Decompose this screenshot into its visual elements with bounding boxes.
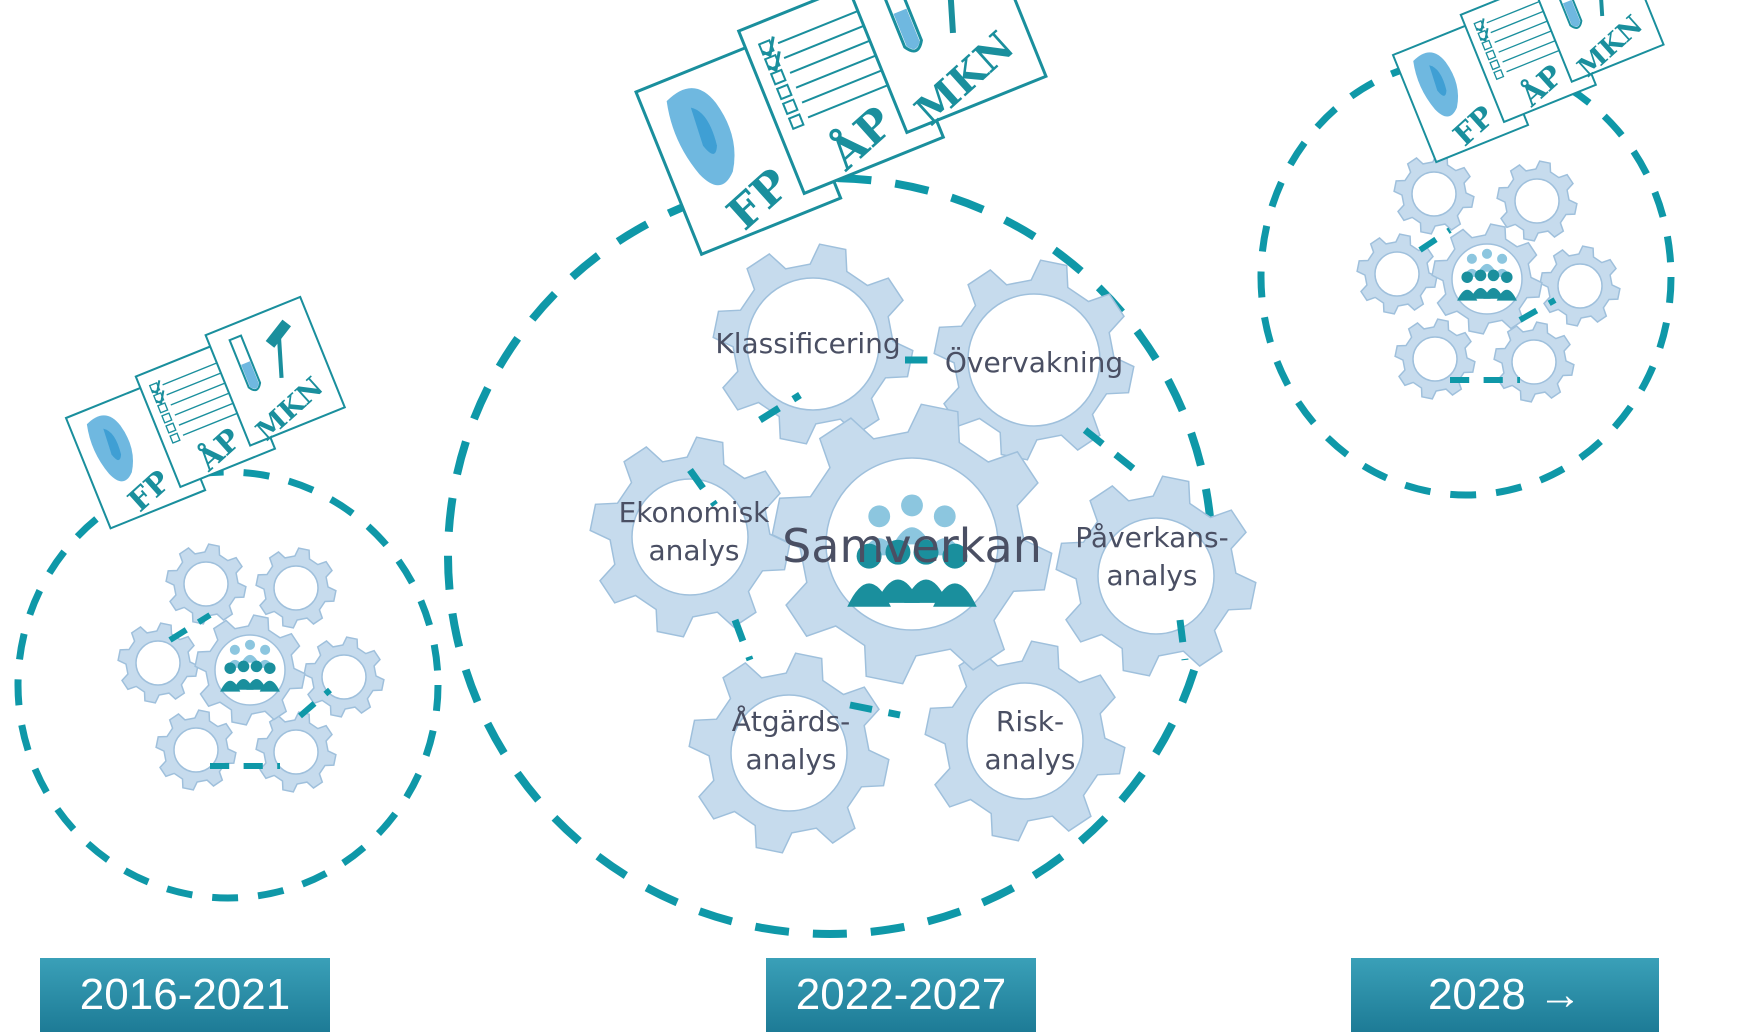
small-gear-1-3 [117,622,199,704]
chain-link [1418,227,1452,253]
gear-hole [273,565,319,611]
small-gear-1-2 [255,547,337,629]
small-gear-3-6 [1493,321,1575,403]
checklist-icon [757,5,900,131]
chain-link [1176,619,1189,661]
gear-hole [966,682,1084,800]
gear-atgard [688,652,890,854]
people-icon [220,639,280,692]
small-center-gear-1 [194,614,306,726]
gear-hole [746,277,880,411]
small-gear-3-5 [1394,318,1476,400]
chain-link [168,612,212,643]
gear-hole [173,727,219,773]
people-icon [1457,248,1517,301]
test-tube-gavel-icon [228,319,292,392]
gear-hole [321,654,367,700]
gear-hole [1514,178,1560,224]
small-gear-3-1 [1393,153,1475,235]
gear-hole [730,694,848,812]
chain-link [1518,297,1557,323]
gear-label-paverkan: Påverkans-analys [1075,521,1228,592]
chain-link [849,701,901,719]
gear-hole [967,293,1101,427]
gear-hole [1374,251,1420,297]
gear-label-atgard: Åtgärds-analys [732,704,851,776]
cycle-loop-2016-2021 [14,468,442,902]
gear-klassificering [712,243,914,445]
checklist-icon [1473,0,1567,81]
gear-hole [1412,336,1458,382]
test-tube-gavel-icon [874,0,956,53]
gear-hole [1511,339,1557,385]
gear-label-klassificering: Klassificering [715,327,900,360]
small-gear-3-2 [1496,160,1578,242]
small-gear-1-6 [255,711,337,793]
period-label-2028: 2028 → [1351,958,1659,1032]
test-tube-gavel-icon [1550,0,1605,29]
gear-hole [1557,263,1603,309]
gear-hole [183,561,229,607]
chain-link [731,618,754,662]
gear-ekonomisk [589,436,791,638]
gear-paverkan [1055,475,1257,677]
gear-hole [1097,517,1215,635]
small-gear-3-4 [1539,245,1621,327]
period-label-2022-2027: 2022-2027 [766,958,1036,1032]
gear-hole [1411,171,1457,217]
gear-hole [135,640,181,686]
checklist-icon [148,359,246,444]
chain-link [1082,427,1138,473]
small-gear-1-4 [303,636,385,718]
small-gear-1-1 [165,543,247,625]
gear-overvakning [933,259,1135,461]
gear-label-overvakning: Övervakning [945,345,1123,379]
gear-risk [924,640,1126,842]
small-gear-1-5 [155,709,237,791]
gear-hole [273,729,319,775]
gear-label-risk: Risk-analys [985,705,1076,776]
cycle-loop-2028 [1257,55,1675,499]
period-label-2016-2021: 2016-2021 [40,958,330,1032]
chain-link [758,392,802,423]
chain-link [298,687,332,719]
people-icon [847,494,977,607]
chain-link [687,467,718,508]
small-gear-3-3 [1356,233,1438,315]
gear-hole [631,478,749,596]
center-label-samverkan: Samverkan [782,519,1042,573]
